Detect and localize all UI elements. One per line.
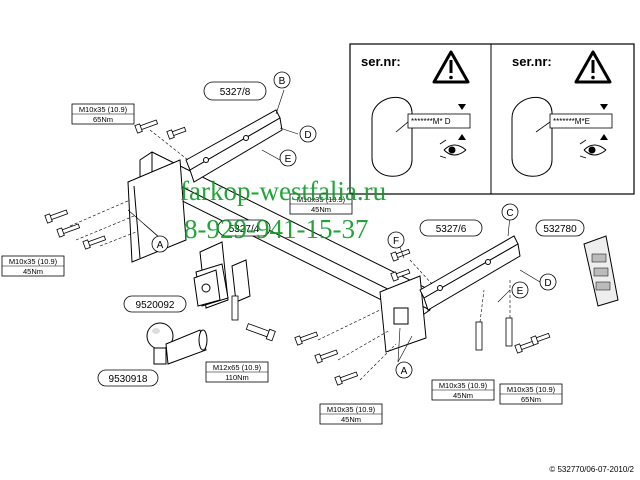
part-label-9530918: 9530918 (109, 374, 148, 385)
part-label-5327-6: 5327/6 (436, 224, 467, 235)
eye-icon (579, 139, 607, 159)
torque-center: 45Nm (311, 205, 331, 214)
serial-number-panel: ser.nr: *******M* D ser.nr: *******M*E (349, 43, 635, 195)
callout-e: E (517, 286, 524, 297)
warning-icon (574, 50, 612, 84)
torque-bottom-right-2: 65Nm (521, 395, 541, 404)
torque-top-left: 65Nm (93, 115, 113, 124)
part-label-9520092: 9520092 (136, 300, 175, 311)
bolt-spec-center: M10x35 (10.9) (297, 195, 346, 204)
torque-bottom-right-1: 45Nm (453, 391, 473, 400)
ball-holder (193, 269, 221, 307)
watermark-phone: 8-929-941-15-37 (184, 214, 368, 244)
callout-a: A (401, 366, 408, 377)
bolt-specs: M10x35 (10.9) 65Nm M10x35 (10.9) 45Nm M1… (1, 103, 563, 425)
electric-kit-532780 (583, 235, 619, 307)
torque-ball: 110Nm (225, 373, 249, 382)
bracket-5327-8 (185, 109, 283, 183)
callout-f: F (393, 236, 399, 247)
torque-left: 45Nm (23, 267, 43, 276)
tow-ball (146, 322, 208, 365)
warning-icon (432, 50, 470, 84)
sernr-code-left: *******M* D (411, 117, 451, 126)
footer-code: © 532770/06-07-2010/2 (549, 465, 634, 474)
tow-bar-crossbar (127, 151, 431, 353)
watermark-site: farkop-westfalia.ru (180, 176, 387, 206)
eye-icon (439, 139, 467, 159)
bracket-5327-6 (419, 235, 521, 311)
leader-lines (69, 129, 511, 381)
part-labels: 5327/8 5327/6 5327/4 9520092 9530918 532… (97, 81, 585, 387)
sernr-code-right: *******M*E (553, 117, 590, 126)
callout-d: D (544, 278, 551, 289)
callout-leaders (127, 89, 541, 363)
bolt-spec-ball: M12x65 (10.9) (213, 363, 262, 372)
sernr-label-right: ser.nr: (512, 54, 552, 69)
sernr-label-left: ser.nr: (361, 54, 401, 69)
part-label-5327-8: 5327/8 (220, 87, 251, 98)
watermark: farkop-westfalia.ru 8-929-941-15-37 (180, 176, 387, 244)
bolt-spec-top-left: M10x35 (10.9) (79, 105, 128, 114)
bolt-spec-bottom-right-1: M10x35 (10.9) (439, 381, 488, 390)
callout-b: B (279, 76, 286, 87)
bolts (44, 119, 551, 386)
callout-c: C (506, 208, 513, 219)
part-label-532780: 532780 (543, 224, 577, 235)
torque-bottom: 45Nm (341, 415, 361, 424)
part-label-5327-4: 5327/4 (229, 224, 260, 235)
callout-d: D (304, 130, 311, 141)
bolt-spec-bottom: M10x35 (10.9) (327, 405, 376, 414)
bolt-spec-left: M10x35 (10.9) (9, 257, 58, 266)
callout-e: E (285, 154, 292, 165)
callout-circles: A A B C D D E E F (151, 71, 557, 379)
callout-a: A (157, 240, 164, 251)
bolt-spec-bottom-right-2: M10x35 (10.9) (507, 385, 556, 394)
